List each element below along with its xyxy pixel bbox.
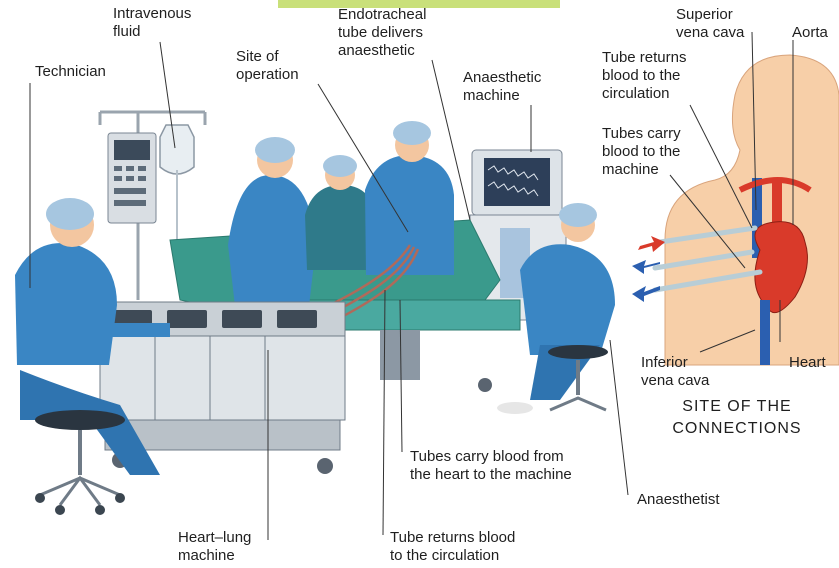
iv-bag <box>160 125 194 174</box>
label-tube-returns-blood-bottom: Tube returns blood to the circulation <box>390 529 515 565</box>
technician-stool <box>35 410 125 515</box>
arrow-in-red <box>638 236 665 252</box>
label-aorta: Aorta <box>792 24 828 42</box>
label-tube-returns-blood-inset: Tube returns blood to the circulation <box>602 49 687 103</box>
label-tubes-carry-blood-inset: Tubes carry blood to the machine <box>602 125 681 179</box>
label-technician: Technician <box>35 63 106 81</box>
arrow-out-blue-2 <box>632 286 660 302</box>
label-superior-vena-cava: Superior vena cava <box>676 6 744 42</box>
inferior-vena-cava <box>760 300 770 365</box>
label-tubes-carry-blood-from-heart: Tubes carry blood from the heart to the … <box>410 448 572 484</box>
label-anaesthetist: Anaesthetist <box>637 491 720 509</box>
surgeon-left <box>228 137 316 315</box>
label-site-of-connections: SITE OF THE CONNECTIONS <box>662 396 812 440</box>
label-anaesthetic-machine: Anaesthetic machine <box>463 69 541 105</box>
label-heart: Heart <box>789 354 826 372</box>
label-heart-lung-machine: Heart–lung machine <box>178 529 251 565</box>
label-inferior-vena-cava: Inferior vena cava <box>641 354 709 390</box>
surgeon-right <box>365 121 454 275</box>
label-intravenous-fluid: Intravenous fluid <box>113 5 191 41</box>
surgeon-center <box>305 155 375 270</box>
label-endotracheal-tube: Endotracheal tube delivers anaesthetic <box>338 6 426 60</box>
label-site-of-operation: Site of operation <box>236 48 299 84</box>
